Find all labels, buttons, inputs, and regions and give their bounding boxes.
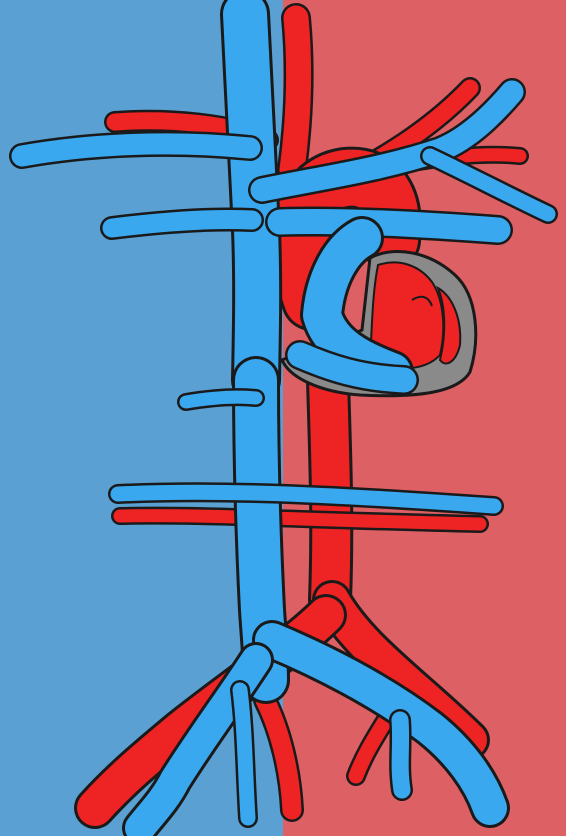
mid-left-branch-vein [112, 219, 252, 228]
renal-artery [120, 516, 480, 524]
upper-left-branch-vein [22, 144, 250, 156]
small-side-vein [186, 397, 256, 402]
right-upper-branch-vein [280, 221, 498, 230]
carotid-artery [292, 18, 299, 170]
